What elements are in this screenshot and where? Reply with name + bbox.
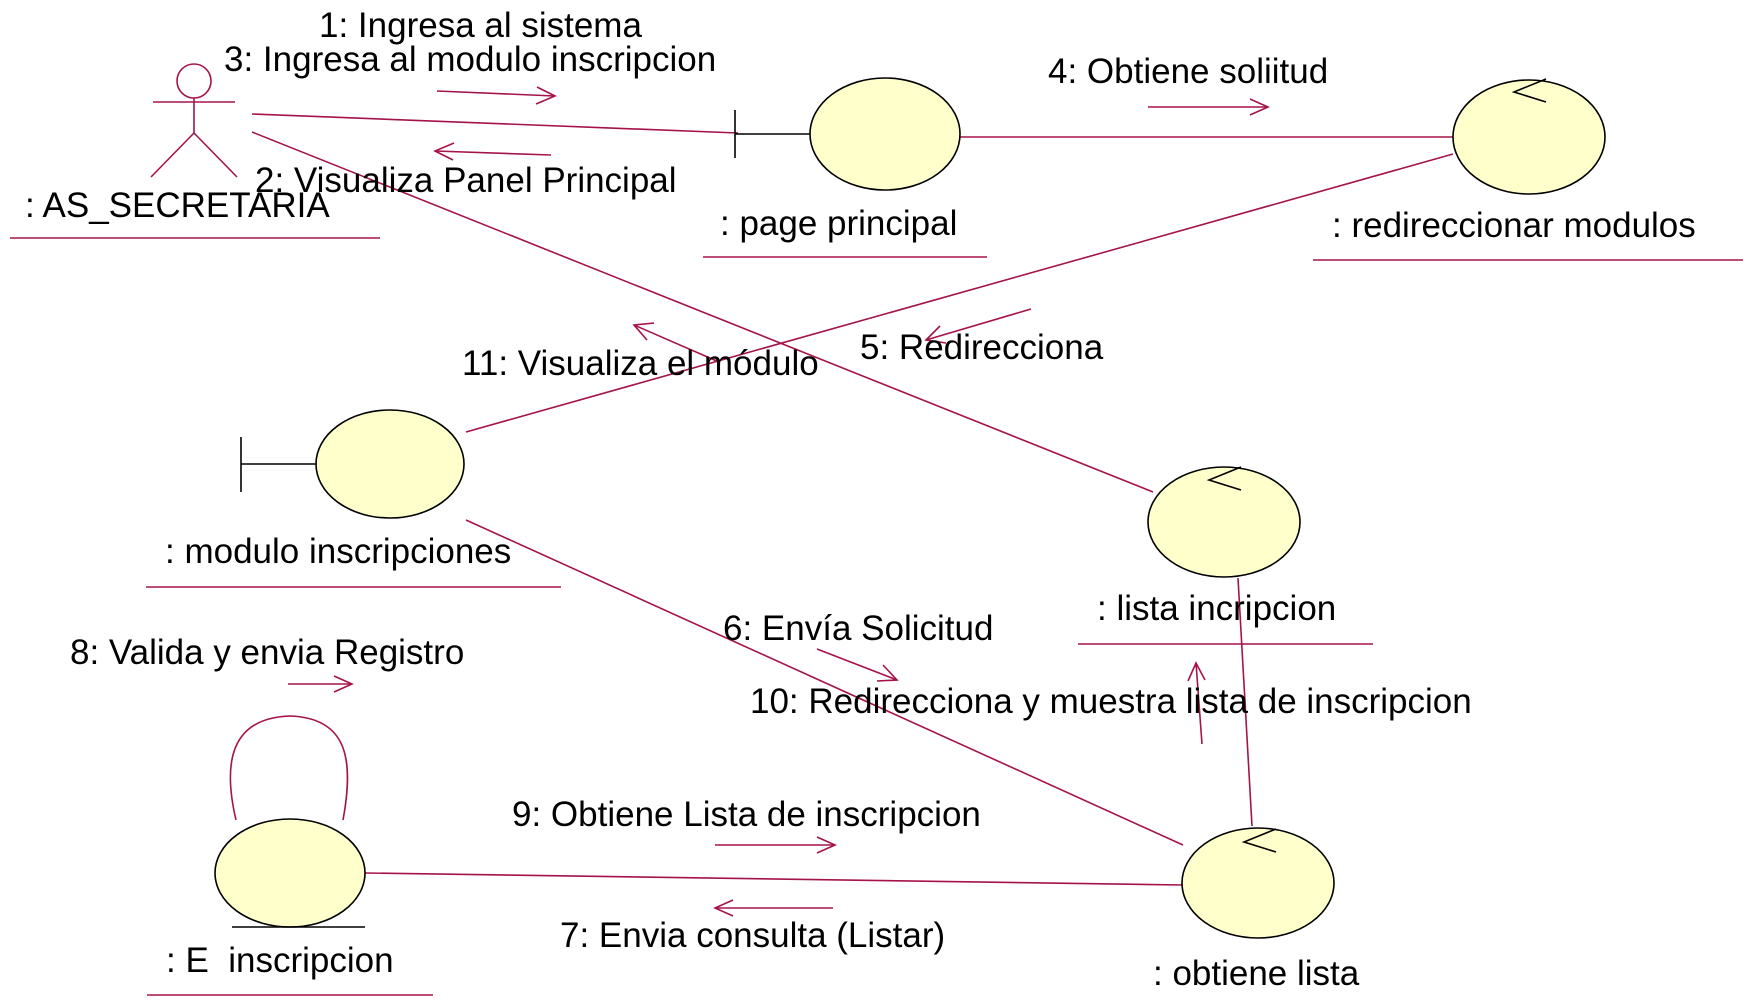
message-label-m10: 10: Redirecciona y muestra lista de insc… — [750, 682, 1472, 721]
link-e-inscripcion-obtiene-lista[interactable] — [364, 872, 1184, 886]
message-label-m5: 5: Redirecciona — [860, 328, 1104, 367]
control-arrow — [1511, 78, 1547, 103]
arrow-m5 — [924, 308, 1032, 344]
object-label: : modulo inscripciones — [165, 532, 511, 571]
object-label: : obtiene lista — [1153, 954, 1360, 993]
message-label-m4: 4: Obtiene soliitud — [1048, 52, 1328, 91]
message-arrows — [288, 86, 1270, 917]
arrow-m11 — [632, 322, 720, 363]
control-arrow — [1241, 828, 1277, 853]
message-label-m11: 11: Visualiza el módulo — [462, 344, 819, 383]
boundary-icon — [809, 77, 961, 191]
object-page-principal[interactable]: : page principal — [703, 77, 987, 258]
message-label-m9: 9: Obtiene Lista de inscripcion — [512, 795, 981, 834]
control-icon — [1452, 79, 1606, 195]
arrow-m8 — [288, 675, 354, 693]
message-label-m8: 8: Valida y envia Registro — [70, 633, 464, 672]
arrow-m4 — [1148, 98, 1270, 116]
link-modulo-inscripciones-obtiene-lista[interactable] — [465, 519, 1184, 846]
control-arrow — [1206, 466, 1242, 491]
object-label: : redireccionar modulos — [1332, 206, 1696, 245]
object-label: : E inscripcion — [166, 941, 394, 980]
arrow-m1 — [436, 86, 557, 105]
entity-icon — [214, 818, 366, 928]
object-obtiene-lista[interactable]: : obtiene lista — [1153, 827, 1360, 993]
object-redireccionar[interactable]: : redireccionar modulos — [1313, 78, 1743, 261]
actor-icon — [150, 63, 238, 178]
link-secretaria-lista-incripcion[interactable] — [251, 131, 1154, 493]
arrow-m7 — [713, 899, 833, 917]
link-e-inscripcion-self[interactable] — [229, 715, 349, 821]
link-secretaria-page-principal[interactable] — [251, 113, 739, 134]
message-label-m2: 2: Visualiza Panel Principal — [255, 161, 677, 200]
object-label: : page principal — [720, 204, 957, 243]
object-lista-incripcion[interactable]: : lista incripcion — [1078, 466, 1373, 645]
arrow-m2 — [433, 142, 552, 161]
object-modulo-inscripciones[interactable]: : modulo inscripciones — [146, 409, 561, 588]
object-label: : lista incripcion — [1097, 589, 1336, 628]
link-obtiene-lista-lista-incripcion[interactable] — [1237, 577, 1253, 827]
arrow-m9 — [715, 836, 837, 854]
boundary-icon — [315, 409, 465, 519]
object-e-inscripcion[interactable]: : E inscripcion — [147, 818, 433, 996]
message-label-m1: 1: Ingresa al sistema — [319, 6, 642, 45]
links — [229, 113, 1454, 886]
arrow-m10 — [1187, 661, 1206, 745]
message-label-m7: 7: Envia consulta (Listar) — [560, 916, 945, 955]
message-label-m6: 6: Envía Solicitud — [723, 609, 993, 648]
message-labels: 1: Ingresa al sistema 3: Ingresa al modu… — [70, 6, 1472, 955]
actor-secretaria[interactable]: : AS_SECRETARIA — [10, 63, 380, 239]
link-redireccionar-modulo-inscripciones[interactable] — [465, 153, 1454, 433]
message-label-m3: 3: Ingresa al modulo inscripcion — [224, 40, 716, 79]
control-icon — [1181, 827, 1335, 939]
object-label: : AS_SECRETARIA — [25, 186, 330, 225]
control-icon — [1147, 466, 1301, 578]
arrow-m6 — [816, 648, 899, 682]
